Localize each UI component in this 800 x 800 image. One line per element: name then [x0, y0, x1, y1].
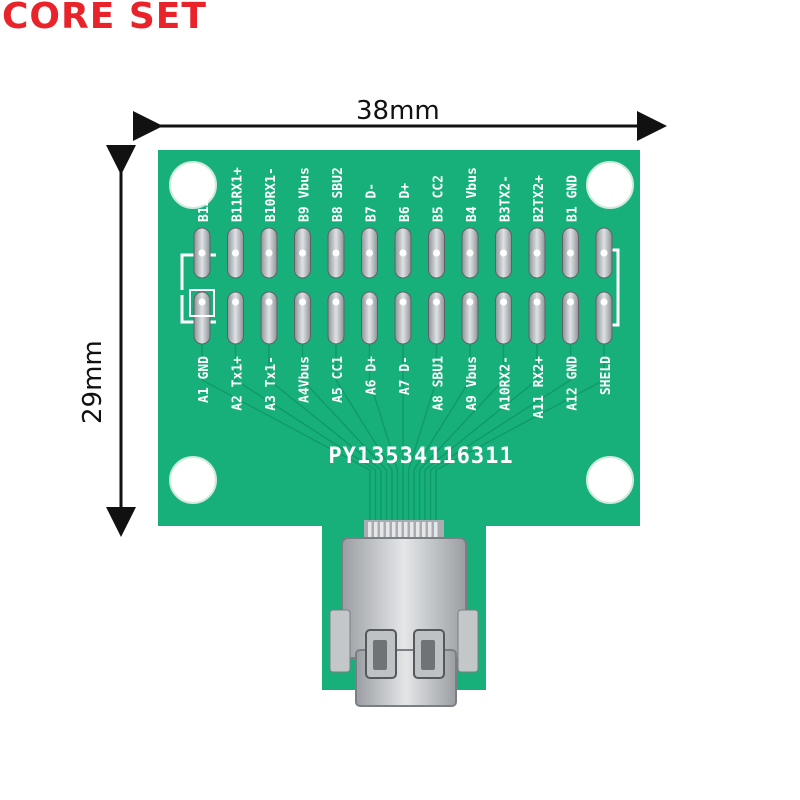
connector-pin: [410, 522, 414, 540]
brand-logo: CORE SET: [2, 0, 207, 37]
bottom-pin-label: A3 Tx1-: [264, 356, 279, 411]
pad-hole: [567, 249, 574, 257]
pad-hole: [399, 249, 407, 257]
mounting-hole: [169, 161, 217, 209]
bottom-pin-label: A2 Tx1+: [231, 356, 246, 411]
top-pin-labels: B12 GND B11RX1+ B10RX1- B9 Vbus B8 SBU2 B7 D-…: [197, 167, 581, 222]
trace: [234, 344, 377, 524]
top-pin-label: B3TX2-: [499, 175, 514, 222]
pad-hole: [600, 298, 608, 306]
bottom-pin-label: A6 D+: [365, 356, 380, 395]
connector-pin: [392, 522, 396, 540]
pcb-traces: [201, 344, 605, 524]
connector-pin: [428, 522, 432, 540]
bottom-pin-label: A11 RX2+: [532, 356, 547, 419]
trace: [407, 344, 438, 524]
top-pin-label: B2TX2+: [532, 175, 547, 222]
pad-hole: [332, 298, 340, 306]
pad-hole: [232, 298, 239, 306]
usb-c-connector: [329, 520, 479, 707]
pad-hole: [198, 249, 206, 257]
top-pin-label: B11RX1+: [231, 167, 246, 222]
bottom-pin-label: SHELD: [599, 356, 614, 395]
mounting-hole: [169, 456, 217, 504]
bottom-pin-label: A9 Vbus: [465, 356, 480, 411]
mounting-hole: [586, 161, 634, 209]
pad-hole: [600, 249, 608, 257]
top-pin-label: B8 SBU2: [331, 167, 346, 222]
serial-number: PY13534116311: [328, 444, 513, 469]
pad-hole: [366, 249, 373, 257]
pad-hole: [265, 249, 273, 257]
pad-hole: [299, 249, 306, 257]
pad-hole: [433, 298, 440, 306]
connector-pin: [416, 522, 420, 540]
trace: [268, 344, 382, 524]
pad-hole: [265, 298, 273, 306]
trace: [368, 344, 399, 524]
trace: [335, 344, 393, 524]
trace: [418, 344, 505, 524]
top-pin-label: B9 Vbus: [298, 167, 313, 222]
top-pin-label: B12 GND: [197, 167, 212, 222]
pad-hole: [299, 298, 306, 306]
connector-pin: [386, 522, 390, 540]
top-pin-label: B6 D+: [398, 183, 413, 222]
bottom-pin-label: A12 GND: [566, 356, 581, 411]
bottom-pin-label: A1 GND: [197, 356, 212, 403]
mounting-hole: [586, 456, 634, 504]
connector-pin: [404, 522, 408, 540]
pad-hole: [332, 249, 340, 257]
top-pin-label: B5 CC2: [432, 175, 447, 222]
trace: [424, 344, 538, 524]
pad-hole: [500, 249, 507, 257]
trace: [201, 344, 371, 524]
pad-hole: [567, 298, 574, 306]
pin1-marker: [189, 289, 215, 317]
pad-hole: [232, 249, 239, 257]
bottom-pin-label: A7 D-: [398, 356, 413, 395]
connector-pin: [398, 522, 402, 540]
pad-hole: [500, 298, 507, 306]
trace: [435, 344, 605, 524]
pad-hole: [533, 249, 541, 257]
top-pin-label: B7 D-: [365, 183, 380, 222]
pin-pads: [189, 227, 613, 345]
pad-hole: [399, 298, 407, 306]
trace: [429, 344, 572, 524]
top-pin-label: B10RX1-: [264, 167, 279, 222]
top-pin-label: B4 Vbus: [465, 167, 480, 222]
trace: [301, 344, 388, 524]
bottom-pin-label: A8 SBU1: [432, 356, 447, 411]
pad-hole: [366, 298, 373, 306]
bottom-pin-label: A10RX2-: [499, 356, 514, 411]
connector-pin: [380, 522, 384, 540]
bottom-pin-label: A5 CC1: [331, 356, 346, 403]
connector-pin: [374, 522, 378, 540]
pad-hole: [466, 298, 474, 306]
top-pin-label: B1 GND: [566, 175, 581, 222]
trace: [413, 344, 471, 524]
pad-hole: [433, 249, 440, 257]
bottom-pin-label: A4Vbus: [298, 356, 313, 403]
pad-hole: [466, 249, 474, 257]
connector-pin: [368, 522, 372, 540]
connector-pin: [422, 522, 426, 540]
bottom-pin-labels: A1 GND A2 Tx1+ A3 Tx1- A4Vbus A5 CC1 A6 D+ A7 …: [197, 356, 614, 419]
pad-hole: [198, 298, 206, 306]
pad-hole: [533, 298, 541, 306]
connector-pin: [434, 522, 438, 540]
